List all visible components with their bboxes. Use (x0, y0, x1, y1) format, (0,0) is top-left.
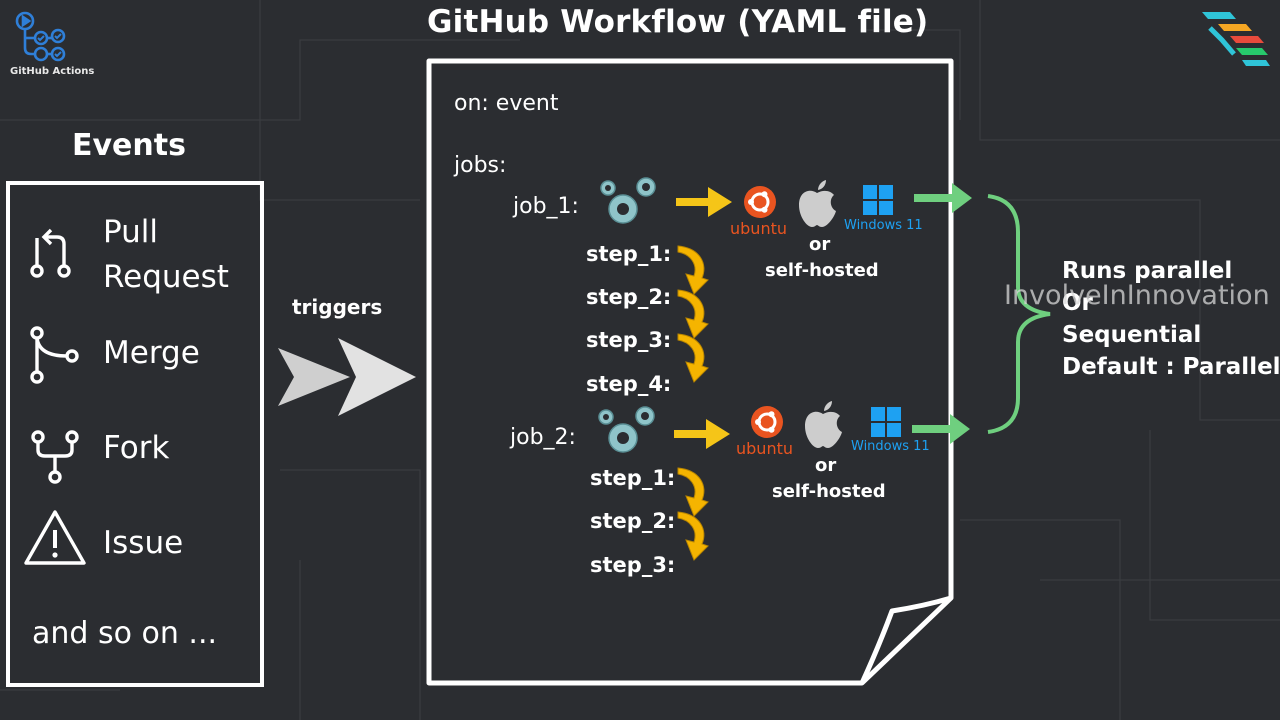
yaml-file-outline (426, 58, 954, 686)
job-2-windows-logo-icon (871, 407, 901, 437)
yaml-jobs-label: jobs: (454, 153, 507, 178)
github-actions-logo (15, 11, 66, 62)
job-2-or-label: or (815, 455, 837, 476)
merge-icon (30, 326, 79, 384)
job-1-step-1: step_1: (586, 242, 672, 266)
job-2-arrow-icon (674, 419, 730, 449)
job-1-label: job_1: (513, 194, 579, 219)
job-2-step-1: step_1: (590, 466, 676, 490)
event-pull-request-label: Pull Request (103, 214, 229, 295)
event-issue-label: Issue (103, 525, 184, 561)
job-2-windows-label: Windows 11 (851, 439, 930, 454)
triggers-label: triggers (292, 295, 383, 319)
job-1-ubuntu-logo-icon (744, 186, 776, 218)
job-2-self-hosted-label: self-hosted (772, 481, 886, 502)
execution-line-3: Sequential (1062, 322, 1202, 348)
page-title: GitHub Workflow (YAML file) (427, 4, 929, 40)
job-1-step-2: step_2: (586, 285, 672, 309)
job-2-ubuntu-label: ubuntu (736, 439, 793, 458)
warning-icon (24, 510, 86, 565)
job-2-step-flow-arrows-icon (677, 467, 709, 561)
events-heading: Events (72, 128, 186, 163)
channel-logo (1202, 12, 1270, 66)
job-1-green-arrow-icon (914, 183, 972, 213)
yaml-on-event: on: event (454, 91, 559, 116)
job-2-ubuntu-logo-icon (751, 406, 783, 438)
job-1-arrow-icon (676, 187, 732, 217)
job-1-windows-label: Windows 11 (844, 218, 923, 233)
execution-description: Runs parallel Or Sequential Default : Pa… (1062, 255, 1280, 383)
job-1-step-3: step_3: (586, 328, 672, 352)
pull-request-icon (30, 228, 71, 278)
github-actions-label: GitHub Actions (10, 66, 95, 77)
job-2-label: job_2: (510, 425, 576, 450)
job-1-step-flow-arrows-icon (677, 245, 709, 383)
watermark: InvolveInInnovation (1004, 280, 1270, 311)
fork-icon (31, 430, 79, 484)
job-1-ubuntu-label: ubuntu (730, 219, 787, 238)
job-1-gears-icon (600, 177, 656, 224)
job-1-step-4: step_4: (586, 372, 672, 396)
job-1-or-label: or (809, 234, 831, 255)
job-2-gears-icon (598, 406, 655, 453)
job-2-step-3: step_3: (590, 553, 676, 577)
event-merge-label: Merge (103, 335, 200, 371)
triggers-chevron-arrows (278, 338, 416, 416)
events-more-label: and so on ... (32, 616, 218, 651)
job-1-apple-logo-icon (799, 180, 836, 227)
execution-line-2: Or (1062, 290, 1093, 316)
job-2-step-2: step_2: (590, 509, 676, 533)
event-fork-label: Fork (103, 430, 170, 466)
job-2-apple-logo-icon (805, 401, 842, 448)
execution-line-1: Runs parallel (1062, 258, 1233, 284)
execution-brace (987, 194, 1051, 434)
events-panel (6, 181, 264, 687)
job-1-self-hosted-label: self-hosted (765, 260, 879, 281)
job-1-windows-logo-icon (863, 185, 893, 215)
job-2-green-arrow-icon (912, 414, 970, 444)
execution-line-4: Default : Parallel (1062, 354, 1280, 380)
